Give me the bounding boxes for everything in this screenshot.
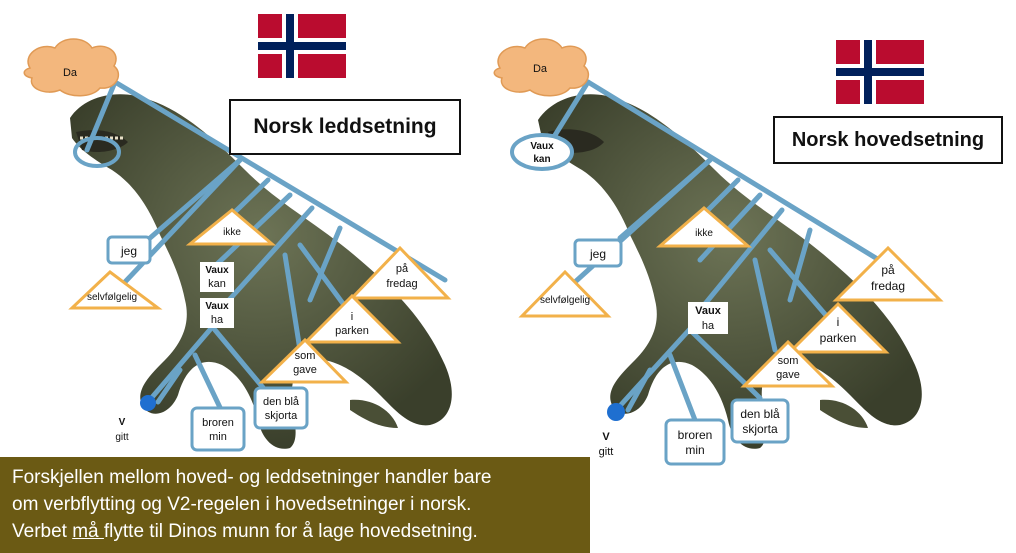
right-time-line1: på <box>881 263 895 277</box>
left-object-line1: den blå <box>263 396 300 408</box>
right-neg-label: ikke <box>695 228 713 239</box>
left-verb-dot <box>140 395 156 411</box>
right-recipient-line2: min <box>685 443 704 457</box>
left-place-line2: parken <box>335 325 369 337</box>
left-norway-flag <box>258 14 346 78</box>
right-object-line2: skjorta <box>742 422 778 436</box>
right-verb-dot <box>607 403 625 421</box>
right-panel: Da Vaux kan jeg selvfølgelig ikke på fre… <box>494 39 940 464</box>
left-place-line1: i <box>351 311 353 323</box>
right-time-line2: fredag <box>871 279 905 293</box>
left-adverb-label: selvfølgelig <box>87 292 137 303</box>
left-object-line2: skjorta <box>265 410 298 422</box>
left-time-line1: på <box>396 263 409 275</box>
left-recipient-box <box>192 408 244 450</box>
right-verb-word: gitt <box>599 446 614 458</box>
right-mouth-word: kan <box>533 154 550 165</box>
right-subject-label: jeg <box>589 247 606 261</box>
left-panel: Da jeg selvfølgelig ikke på fredag i par… <box>24 14 452 450</box>
right-object-line1: den blå <box>740 407 780 421</box>
left-recipient-line2: min <box>209 431 227 443</box>
left-recipient-line1: broren <box>202 417 234 429</box>
left-neg-label: ikke <box>223 227 241 238</box>
left-verb-word: gitt <box>115 432 129 443</box>
right-vaux2-word: ha <box>702 320 715 332</box>
right-title: Norsk hovedsetning <box>792 129 984 152</box>
right-gift-line2: gave <box>776 369 800 381</box>
right-verb-tag: V <box>602 431 610 443</box>
right-vaux2-tag: Vaux <box>695 305 722 317</box>
right-gift-line1: som <box>778 355 799 367</box>
left-vaux2-word: ha <box>211 314 224 326</box>
left-vaux2-tag: Vaux <box>205 301 229 312</box>
left-vaux1-tag: Vaux <box>205 265 229 276</box>
right-recipient-box <box>666 420 724 464</box>
right-recipient-line1: broren <box>678 428 713 442</box>
left-cloud-label: Da <box>63 67 78 79</box>
right-place-line2: parken <box>820 331 857 345</box>
caption-line-3-end: flytte til Dinos munn for å lage hovedse… <box>104 521 478 542</box>
right-place-line1: i <box>837 315 840 329</box>
caption-box: Forskjellen mellom hoved- og leddsetning… <box>0 457 590 553</box>
left-verb-tag: V <box>119 417 126 428</box>
caption-line-1: Forskjellen mellom hoved- og leddsetning… <box>12 464 590 491</box>
right-norway-flag <box>836 40 924 104</box>
right-adverb-label: selvfølgelig <box>540 295 590 306</box>
left-gift-line1: som <box>295 350 316 362</box>
left-object-box <box>255 388 307 428</box>
left-cloud: Da <box>24 39 118 96</box>
caption-underlined-word: må <box>72 521 104 542</box>
left-title: Norsk leddsetning <box>253 115 436 139</box>
left-title-box: Norsk leddsetning <box>229 99 461 155</box>
right-adverb-triangle <box>522 272 608 316</box>
left-time-line2: fredag <box>386 278 417 290</box>
right-cloud: Da <box>494 39 588 96</box>
right-mouth-tag: Vaux <box>530 141 554 152</box>
caption-line-3: Verbet må flytte til Dinos munn for å la… <box>12 518 590 545</box>
right-title-box: Norsk hovedsetning <box>773 116 1003 164</box>
left-gift-line2: gave <box>293 364 317 376</box>
caption-line-2: om verbflytting og V2-regelen i hovedset… <box>12 491 590 518</box>
right-cloud-label: Da <box>533 63 548 75</box>
caption-line-3-start: Verbet <box>12 521 72 542</box>
left-vaux1-word: kan <box>208 278 226 290</box>
left-subject-label: jeg <box>120 244 137 258</box>
